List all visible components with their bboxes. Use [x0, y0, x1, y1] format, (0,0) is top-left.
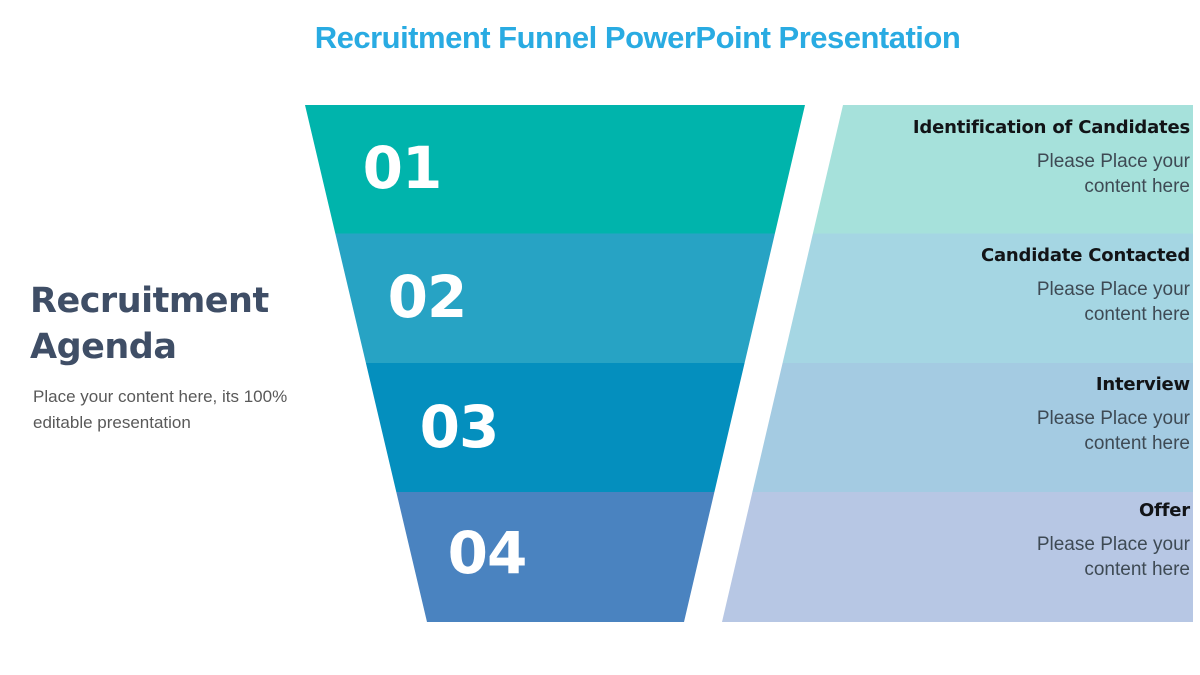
agenda-block: Recruitment Agenda Place your content he… — [30, 278, 350, 432]
band-shape-3 — [752, 363, 1193, 492]
agenda-heading: Recruitment Agenda — [30, 281, 269, 368]
funnel-segment-1 — [305, 105, 805, 234]
agenda-description: Place your content here, its 100% editab… — [33, 387, 288, 433]
slide-title: Recruitment Funnel PowerPoint Presentati… — [314, 20, 961, 55]
funnel-step-2-number: 02 — [388, 263, 467, 331]
funnel-step-3-number: 03 — [420, 393, 499, 461]
band-placeholder: Please Place your content here — [1036, 279, 1190, 325]
band-heading: Identification of Candidates — [912, 117, 1190, 138]
band-shape-4 — [722, 492, 1193, 622]
funnel-segment-2 — [335, 233, 775, 363]
funnel-step-1-number: 01 — [363, 134, 442, 202]
band-placeholder: Please Place your content here — [1036, 151, 1190, 197]
band-heading: Offer — [1138, 500, 1190, 521]
funnel-step-4-number: 04 — [448, 519, 527, 587]
band-placeholder: Please Place your content here — [1036, 408, 1190, 454]
band-placeholder: Please Place your content here — [1036, 534, 1190, 580]
funnel-segment-3 — [365, 363, 745, 492]
band-text-contacted: Candidate Contacted Please Place your co… — [830, 243, 1190, 327]
funnel-segment-4 — [396, 492, 715, 622]
band-shape-1 — [812, 105, 1193, 234]
band-heading: Candidate Contacted — [980, 245, 1190, 266]
band-text-interview: Interview Please Place your content here — [830, 372, 1190, 456]
band-text-identification: Identification of Candidates Please Plac… — [830, 115, 1190, 199]
band-text-offer: Offer Please Place your content here — [830, 498, 1190, 582]
band-shape-2 — [782, 233, 1193, 363]
band-heading: Interview — [1095, 374, 1190, 395]
